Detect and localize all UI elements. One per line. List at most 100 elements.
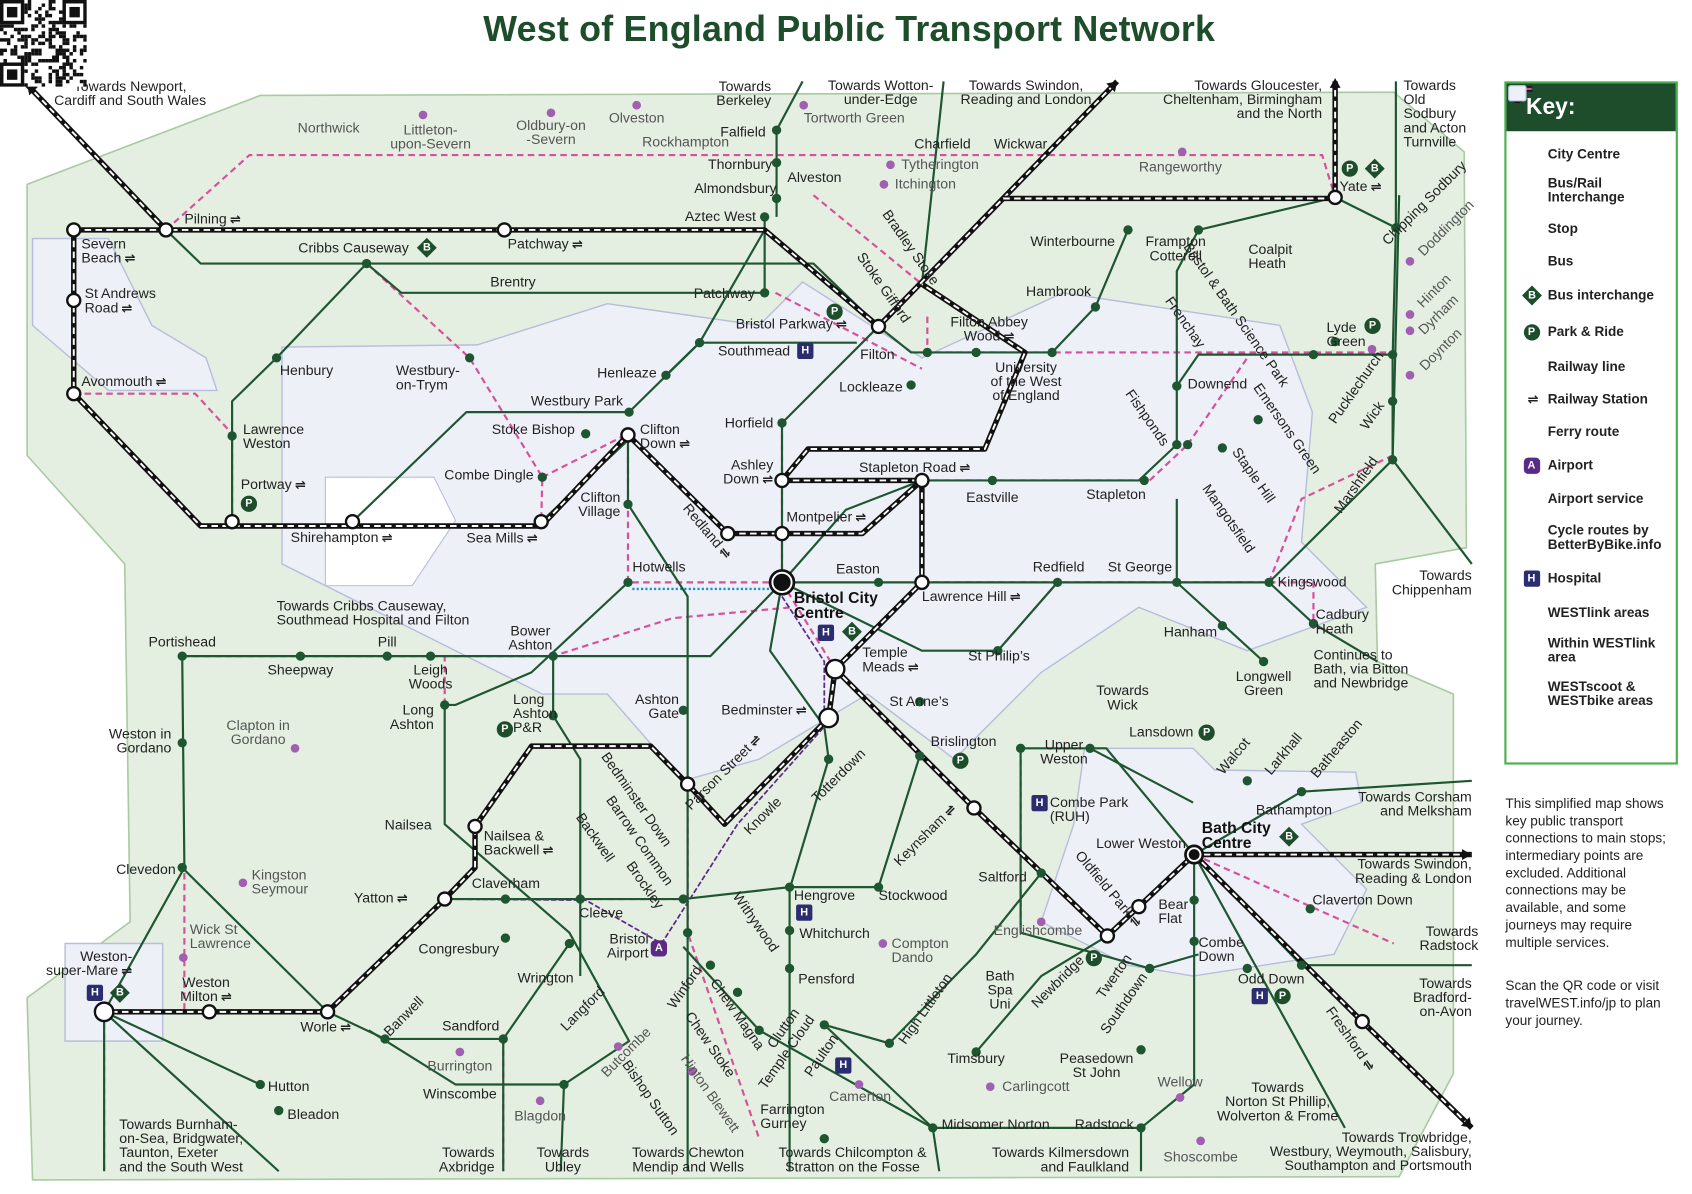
stop-marker[interactable] — [1136, 1045, 1146, 1055]
stop-marker[interactable] — [1308, 349, 1319, 360]
stop-marker[interactable] — [623, 577, 633, 588]
stop-marker[interactable] — [537, 472, 547, 482]
interchange-marker[interactable] — [914, 472, 930, 489]
stop-marker[interactable] — [295, 651, 306, 661]
stop-marker[interactable] — [993, 646, 1003, 656]
interchange-marker[interactable] — [496, 222, 513, 238]
stop-marker[interactable] — [819, 1020, 829, 1030]
interchange-marker[interactable] — [319, 1004, 336, 1020]
stop-marker[interactable] — [1172, 577, 1182, 588]
stop-marker[interactable] — [1296, 960, 1307, 970]
stop-marker[interactable] — [784, 882, 795, 892]
stop-marker[interactable] — [784, 925, 795, 936]
stop-marker[interactable] — [227, 431, 237, 441]
stop-marker[interactable] — [784, 963, 795, 974]
stop-marker[interactable] — [1387, 396, 1398, 406]
interchange-marker[interactable] — [93, 1001, 115, 1023]
interchange-marker[interactable] — [66, 292, 82, 309]
stop-marker[interactable] — [906, 380, 916, 390]
stop-marker[interactable] — [928, 1123, 938, 1133]
interchange-marker[interactable] — [66, 385, 82, 402]
stop-marker[interactable] — [915, 751, 925, 761]
stop-marker[interactable] — [361, 258, 372, 269]
stop-marker[interactable] — [1189, 936, 1199, 947]
stop-marker[interactable] — [1330, 336, 1340, 347]
stop-marker[interactable] — [1085, 743, 1095, 753]
stop-marker[interactable] — [823, 754, 834, 764]
stop-marker[interactable] — [380, 1034, 390, 1044]
stop-marker[interactable] — [498, 1034, 508, 1044]
interchange-marker[interactable] — [818, 707, 840, 729]
stop-marker[interactable] — [705, 960, 716, 970]
stop-marker[interactable] — [177, 651, 187, 661]
stop-marker[interactable] — [1036, 868, 1046, 878]
stop-marker[interactable] — [819, 1134, 829, 1144]
stop-marker[interactable] — [1217, 443, 1228, 453]
interchange-marker[interactable] — [467, 818, 483, 835]
stop-marker[interactable] — [624, 407, 634, 417]
stop-marker[interactable] — [623, 499, 633, 509]
stop-marker[interactable] — [271, 353, 282, 363]
stop-marker[interactable] — [1136, 1123, 1146, 1133]
interchange-marker[interactable] — [66, 222, 82, 238]
stop-marker[interactable] — [1242, 776, 1252, 786]
stop-marker[interactable] — [678, 894, 688, 904]
stop-marker[interactable] — [177, 738, 187, 748]
stop-marker[interactable] — [1052, 577, 1063, 588]
stop-marker[interactable] — [1145, 963, 1155, 974]
interchange-marker[interactable] — [966, 800, 982, 816]
qr-code[interactable] — [0, 0, 87, 87]
stop-marker[interactable] — [873, 577, 884, 588]
interchange-marker[interactable] — [870, 318, 887, 335]
stop-marker[interactable] — [661, 370, 671, 380]
interchange-marker[interactable] — [774, 472, 790, 489]
stop-marker[interactable] — [922, 347, 932, 358]
stop-marker[interactable] — [1308, 618, 1319, 629]
stop-marker[interactable] — [1123, 225, 1133, 235]
stop-marker[interactable] — [873, 882, 884, 892]
stop-marker[interactable] — [274, 1105, 284, 1116]
interchange-marker[interactable] — [344, 513, 361, 530]
stop-marker[interactable] — [971, 1047, 981, 1057]
interchange-marker[interactable] — [774, 525, 790, 542]
stop-marker[interactable] — [500, 933, 511, 943]
stop-marker[interactable] — [1172, 381, 1182, 391]
interchange-marker[interactable] — [1131, 898, 1147, 915]
interchange-marker[interactable] — [824, 658, 846, 680]
interchange-marker[interactable] — [224, 513, 240, 530]
stop-marker[interactable] — [1387, 455, 1398, 465]
stop-marker[interactable] — [559, 1079, 569, 1090]
stop-marker[interactable] — [1090, 302, 1101, 312]
stop-marker[interactable] — [1264, 577, 1274, 588]
stop-marker[interactable] — [771, 125, 782, 135]
interchange-marker[interactable] — [1099, 928, 1116, 944]
stop-marker[interactable] — [759, 212, 770, 222]
stop-marker[interactable] — [884, 1038, 895, 1048]
stop-marker[interactable] — [177, 862, 187, 873]
stop-marker[interactable] — [971, 347, 981, 358]
stop-marker[interactable] — [548, 651, 558, 661]
stop-marker[interactable] — [1305, 904, 1315, 914]
interchange-marker[interactable] — [533, 513, 549, 530]
stop-marker[interactable] — [1172, 439, 1182, 450]
interchange-marker[interactable] — [679, 776, 696, 792]
stop-marker[interactable] — [915, 697, 925, 707]
interchange-marker[interactable] — [1327, 189, 1343, 206]
stop-marker[interactable] — [575, 894, 585, 904]
stop-marker[interactable] — [1047, 347, 1057, 358]
interchange-marker[interactable] — [436, 891, 453, 907]
stop-marker[interactable] — [771, 193, 782, 204]
interchange-marker[interactable] — [158, 222, 174, 238]
stop-marker[interactable] — [754, 1025, 764, 1035]
stop-marker[interactable] — [987, 475, 998, 486]
stop-marker[interactable] — [682, 928, 693, 938]
stop-marker[interactable] — [1242, 963, 1252, 974]
stop-marker[interactable] — [1193, 225, 1204, 235]
interchange-marker[interactable] — [1354, 1013, 1370, 1030]
stop-marker[interactable] — [1258, 656, 1269, 667]
stop-marker[interactable] — [678, 705, 688, 716]
stop-marker[interactable] — [732, 987, 743, 997]
stop-marker[interactable] — [694, 338, 705, 348]
interchange-marker[interactable] — [914, 574, 930, 591]
stop-marker[interactable] — [1189, 895, 1199, 905]
